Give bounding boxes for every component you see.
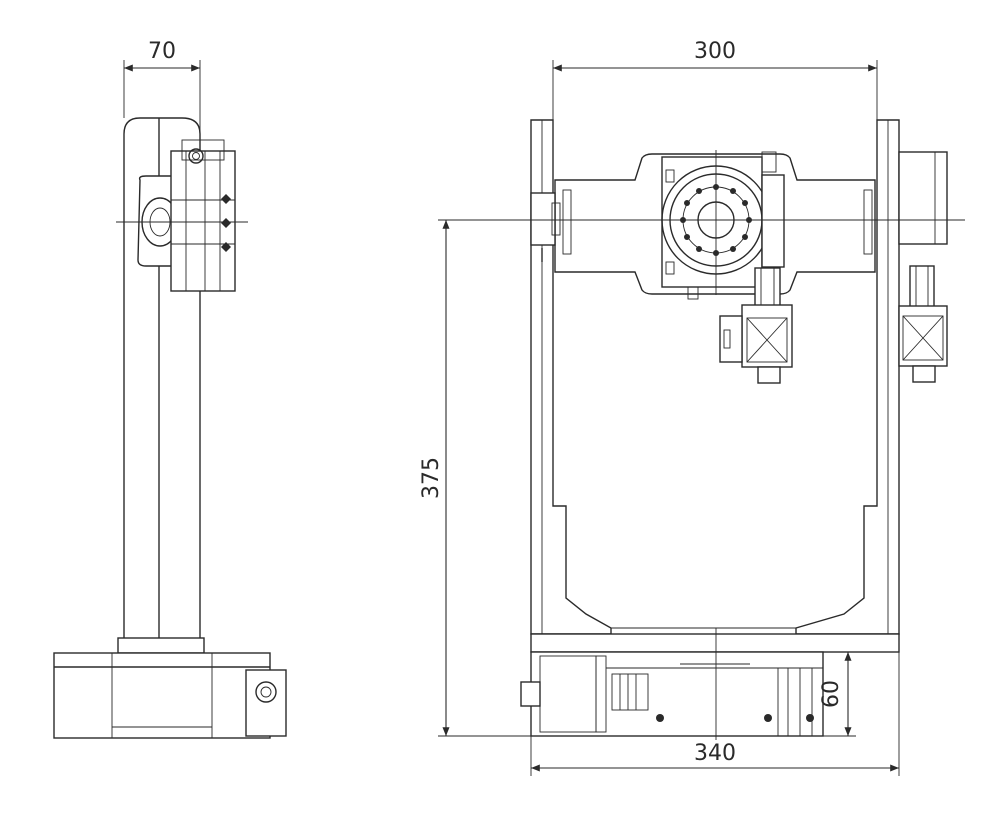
dim-base-width: 340	[694, 741, 736, 766]
dim-height: 375	[419, 457, 444, 499]
front-base-coupling	[611, 673, 649, 711]
front-base-bolt-3	[806, 714, 814, 722]
side-marker-3	[221, 242, 231, 252]
front-right-gearbox-output	[912, 365, 936, 383]
side-marker-2	[221, 218, 231, 228]
front-gearbox-motor	[719, 315, 743, 363]
front-base-bolt-2	[764, 714, 772, 722]
front-gearbox	[741, 304, 793, 368]
side-bolt-top	[188, 148, 204, 164]
front-turntable-clamp	[761, 174, 785, 268]
side-base-end-plate	[245, 669, 287, 737]
front-right-coupling	[909, 265, 935, 309]
side-marker-1	[221, 194, 231, 204]
dim-top-width: 300	[694, 39, 736, 64]
front-base-bolt-1	[656, 714, 664, 722]
side-base-center-block	[111, 652, 213, 739]
front-base-block	[530, 651, 824, 737]
side-base-bolt	[255, 681, 277, 703]
front-left-bearing	[530, 192, 556, 246]
dim-side-width: 70	[148, 39, 176, 64]
front-base-plate	[530, 633, 900, 653]
front-gearbox-output	[757, 366, 781, 384]
side-column-foot	[117, 637, 205, 654]
side-view: 70	[53, 39, 287, 739]
front-right-motor	[898, 151, 948, 245]
front-view: 300 375 60 340	[419, 39, 965, 776]
side-plate-top	[181, 139, 225, 161]
dim-base-height: 60	[819, 680, 844, 708]
side-base	[53, 652, 271, 739]
front-gear-coupling	[754, 267, 781, 309]
front-base-motor-end	[520, 681, 541, 707]
